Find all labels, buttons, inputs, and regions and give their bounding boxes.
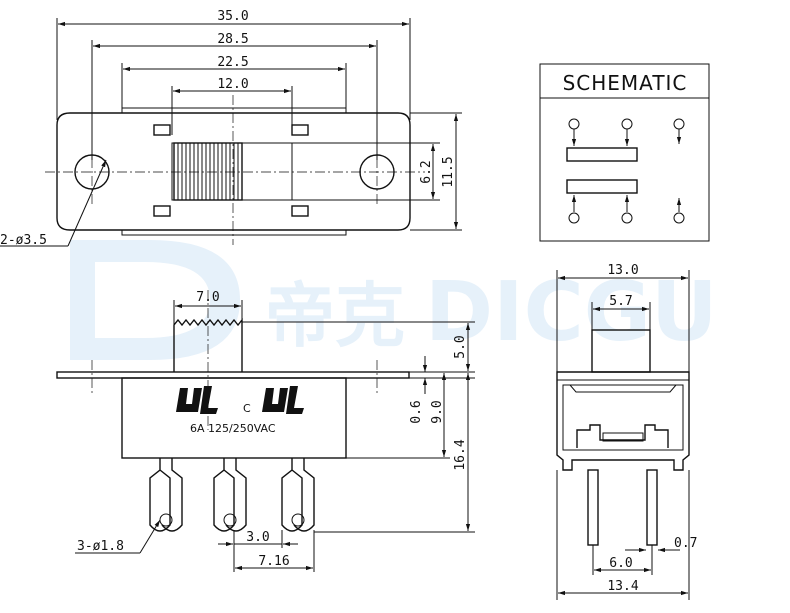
side-pin-right bbox=[646, 469, 658, 546]
dim-side-pin-thickness: 0.7 bbox=[674, 536, 697, 551]
contact-bar-top bbox=[566, 147, 638, 162]
schematic-title: SCHEMATIC bbox=[563, 71, 688, 95]
dim-body-height: 9.0 bbox=[430, 400, 445, 423]
pin-callout: 3-ø1.8 bbox=[77, 539, 124, 554]
watermark: 帝克 DICGU bbox=[70, 240, 718, 360]
pad bbox=[153, 124, 171, 136]
dim-total-height: 16.4 bbox=[453, 439, 468, 470]
front-body bbox=[121, 377, 347, 459]
c-marking: C bbox=[243, 402, 251, 415]
hole-callout: 2-ø3.5 bbox=[0, 233, 47, 248]
dim-inner-height: 6.2 bbox=[419, 160, 434, 183]
pad bbox=[291, 124, 309, 136]
cul-mark-icon bbox=[262, 386, 304, 414]
dim-knob-height: 5.0 bbox=[453, 335, 468, 358]
front-view: 7.0 C 6A 125/250VAC bbox=[56, 290, 475, 572]
front-flange bbox=[56, 371, 410, 379]
terminal-pin-3 bbox=[281, 458, 315, 532]
top-view-flange bbox=[56, 112, 411, 231]
dim-pin-pitch: 3.0 bbox=[246, 530, 269, 545]
pad bbox=[291, 205, 309, 217]
dim-pin-span: 7.16 bbox=[258, 554, 289, 569]
watermark-logo-icon bbox=[70, 240, 240, 360]
dim-slot-length: 12.0 bbox=[217, 77, 248, 92]
slider-knob-top bbox=[173, 142, 243, 201]
ul-mark-icon bbox=[176, 386, 218, 414]
pad bbox=[153, 205, 171, 217]
terminal-pin-2 bbox=[213, 458, 247, 532]
dim-flange-thickness: 0.6 bbox=[409, 400, 424, 423]
schematic-panel: SCHEMATIC bbox=[539, 63, 710, 242]
side-pin-left bbox=[587, 469, 599, 546]
contact-bar-bottom bbox=[566, 179, 638, 194]
dim-hole-spacing: 28.5 bbox=[217, 32, 248, 47]
side-housing bbox=[556, 371, 690, 471]
side-view: 13.0 5.7 6.0 0.7 13.4 bbox=[556, 263, 697, 600]
terminal-pin-1 bbox=[149, 458, 183, 532]
rating-text: 6A 125/250VAC bbox=[190, 422, 276, 435]
watermark-cn-text: 帝克 bbox=[265, 275, 405, 357]
dim-side-base: 13.4 bbox=[607, 579, 638, 594]
dim-body-length: 22.5 bbox=[217, 55, 248, 70]
watermark-brand-text: DICGU bbox=[425, 265, 718, 360]
dim-side-width: 13.0 bbox=[607, 263, 638, 278]
dim-outer-height: 11.5 bbox=[441, 156, 456, 187]
dim-side-pin-pitch: 6.0 bbox=[609, 556, 632, 571]
dim-overall-length: 35.0 bbox=[217, 9, 248, 24]
top-view: 35.0 28.5 22.5 12.0 6.2 bbox=[0, 9, 462, 248]
dim-side-knob: 5.7 bbox=[609, 294, 632, 309]
